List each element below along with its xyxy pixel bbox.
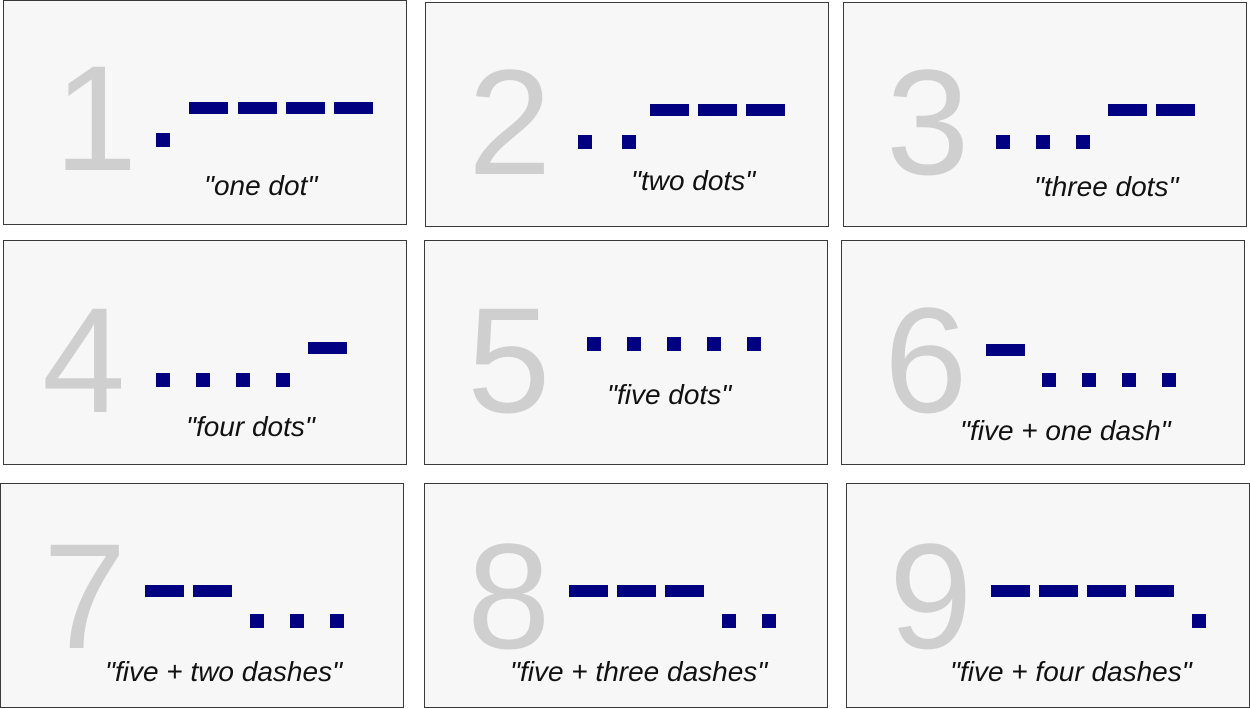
morse-dot: [1162, 373, 1176, 387]
morse-dash: [189, 102, 228, 114]
digit-caption: "five + one dash": [960, 415, 1171, 446]
morse-dot: [1192, 614, 1206, 628]
morse-dash: [193, 585, 232, 597]
morse-dot: [667, 337, 681, 351]
digit-caption: "five dots": [607, 379, 732, 410]
morse-dash: [991, 585, 1030, 597]
digit-numeral: 5: [467, 276, 551, 444]
morse-dot: [622, 135, 636, 149]
morse-dot: [250, 614, 264, 628]
morse-dash: [569, 585, 608, 597]
morse-dot: [276, 373, 290, 387]
digit-numeral: 1: [54, 34, 138, 202]
morse-dash: [617, 585, 656, 597]
morse-dash: [308, 342, 347, 354]
morse-dash: [1156, 104, 1195, 116]
morse-dot: [1122, 373, 1136, 387]
morse-dash: [698, 104, 737, 116]
morse-dash: [238, 102, 277, 114]
digit-card-6: 6"five + one dash": [841, 240, 1245, 465]
digit-caption: "five + four dashes": [950, 656, 1192, 687]
morse-dot: [1036, 135, 1050, 149]
morse-dash: [986, 344, 1025, 356]
digit-caption: "one dot": [204, 170, 318, 201]
digit-numeral: 4: [42, 276, 126, 444]
morse-dot: [156, 133, 170, 147]
digit-caption: "four dots": [186, 411, 315, 442]
morse-dot: [747, 337, 761, 351]
morse-dot: [290, 614, 304, 628]
digit-caption: "two dots": [631, 165, 756, 196]
morse-dot: [996, 135, 1010, 149]
morse-dot: [196, 373, 210, 387]
morse-dot: [330, 614, 344, 628]
morse-dot: [587, 337, 601, 351]
morse-dot: [1076, 135, 1090, 149]
digit-numeral: 8: [467, 512, 551, 680]
digit-card-5: 5 "five dots": [424, 240, 828, 465]
morse-dash: [650, 104, 689, 116]
morse-dash: [665, 585, 704, 597]
morse-dash: [334, 102, 373, 114]
morse-dot: [156, 373, 170, 387]
digit-caption: "five + three dashes": [510, 656, 768, 687]
digit-caption: "three dots": [1034, 171, 1179, 202]
digit-numeral: 7: [43, 512, 127, 680]
morse-dot: [578, 135, 592, 149]
morse-dash: [1087, 585, 1126, 597]
digit-card-1: 1 "one dot": [3, 0, 407, 225]
morse-dot: [722, 614, 736, 628]
digit-card-7: 7"five + two dashes": [0, 483, 404, 708]
morse-dash: [1039, 585, 1078, 597]
digit-caption: "five + two dashes": [105, 656, 343, 687]
digit-card-8: 8"five + three dashes": [424, 483, 828, 708]
morse-dot: [1082, 373, 1096, 387]
digit-numeral: 9: [889, 512, 973, 680]
digit-card-9: 9"five + four dashes": [846, 483, 1250, 708]
morse-dot: [1042, 373, 1056, 387]
digit-numeral: 6: [884, 276, 968, 444]
morse-dot: [236, 373, 250, 387]
morse-dot: [762, 614, 776, 628]
morse-dot: [707, 337, 721, 351]
morse-dot: [627, 337, 641, 351]
digit-card-2: 2 "two dots": [425, 2, 829, 227]
digit-card-4: 4 "four dots": [3, 240, 407, 465]
morse-dash: [1135, 585, 1174, 597]
morse-dash: [145, 585, 184, 597]
morse-dash: [286, 102, 325, 114]
digit-numeral: 2: [468, 38, 552, 206]
digit-numeral: 3: [886, 38, 970, 206]
morse-dash: [746, 104, 785, 116]
digit-card-3: 3 "three dots": [843, 2, 1247, 227]
morse-dash: [1108, 104, 1147, 116]
